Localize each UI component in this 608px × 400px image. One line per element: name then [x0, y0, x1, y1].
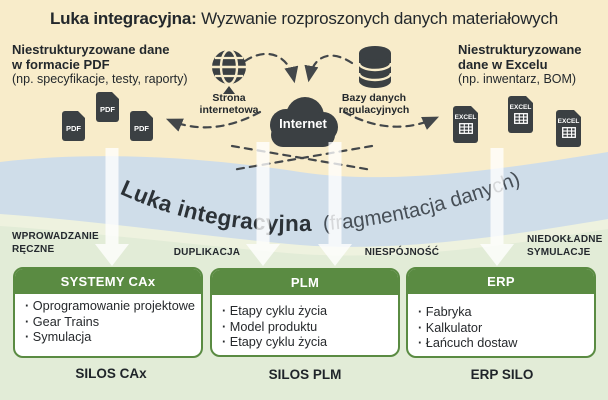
- problem-inconsistency: NIESPÓJNOŚĆ: [364, 247, 440, 258]
- erp-box-items: Fabryka Kalkulator Łańcuch dostaw: [408, 294, 594, 352]
- pdf-file-label: PDF: [66, 123, 81, 133]
- problem-manual-entry-line1: WPROWADZANIE: [12, 231, 99, 242]
- plm-silo-caption: SILOS PLM: [268, 367, 342, 382]
- pdf-file-icon: PDF: [130, 111, 153, 141]
- cax-box-items: Oprogramowanie projektowe Gear Trains Sy…: [15, 294, 201, 346]
- pdf-file-label: PDF: [100, 104, 115, 114]
- erp-box-header: ERP: [408, 269, 594, 294]
- plm-box-header: PLM: [212, 270, 398, 295]
- databases-label-line2: regulacyjnych: [338, 104, 410, 116]
- cax-systems-box: SYSTEMY CAx Oprogramowanie projektowe Ge…: [13, 267, 203, 358]
- page-title: Luka integracyjna: Wyzwanie rozproszonyc…: [0, 9, 608, 29]
- pdf-source-heading: Niestrukturyzowane dane w formacie PDF (…: [12, 42, 188, 87]
- list-item: Gear Trains: [25, 315, 195, 331]
- cax-box-header: SYSTEMY CAx: [15, 269, 201, 294]
- gap-arrow-inaccurate-simulations: [480, 148, 514, 266]
- list-item: Etapy cyklu życia: [222, 335, 392, 351]
- title-rest: Wyzwanie rozproszonych danych materiałow…: [196, 9, 559, 28]
- list-item: Symulacja: [25, 330, 195, 346]
- excel-file-icon: EXCEL: [508, 96, 533, 133]
- pdf-file-label: PDF: [134, 123, 149, 133]
- problem-inaccurate-line2: SYMULACJE: [527, 247, 591, 258]
- excel-source-heading: Niestrukturyzowane dane w Excelu (np. in…: [458, 42, 582, 87]
- cax-silo-caption: SILOS CAx: [75, 366, 147, 381]
- excel-file-label: EXCEL: [509, 104, 532, 111]
- list-item: Fabryka: [418, 305, 588, 321]
- list-item: Model produktu: [222, 320, 392, 336]
- excel-file-icon: EXCEL: [453, 106, 478, 143]
- list-item: Oprogramowanie projektowe: [25, 299, 195, 315]
- excel-file-label: EXCEL: [454, 114, 477, 121]
- globe-icon: [212, 48, 246, 94]
- gap-arrow-manual-entry: [95, 148, 129, 266]
- regulatory-databases-label: Bazy danych regulacyjnych: [331, 92, 417, 116]
- pdf-heading-line2: w formacie PDF: [12, 57, 110, 72]
- problem-inaccurate-simulations: NIEDOKŁADNE SYMULACJE: [527, 233, 603, 259]
- problem-inaccurate-line1: NIEDOKŁADNE: [527, 234, 603, 245]
- excel-heading-line2: dane w Excelu: [458, 57, 548, 72]
- excel-examples: (np. inwentarz, BOM): [458, 72, 577, 86]
- excel-file-icon: EXCEL: [556, 110, 581, 147]
- pdf-file-icon: PDF: [96, 92, 119, 122]
- list-item: Łańcuch dostaw: [418, 336, 588, 352]
- website-label-line2: internetowa: [199, 104, 259, 116]
- internet-cloud: Internet: [262, 97, 344, 147]
- website-label: Strona internetowa: [186, 92, 272, 116]
- website-to-internet-connector: [243, 52, 299, 84]
- spreadsheet-grid-icon: [561, 127, 576, 138]
- problem-manual-entry-line2: RĘCZNE: [12, 244, 55, 255]
- pdf-examples: (np. specyfikacje, testy, raporty): [12, 72, 188, 86]
- problem-manual-entry: WPROWADZANIE RĘCZNE: [12, 230, 99, 256]
- excel-heading-line1: Niestrukturyzowane: [458, 42, 582, 57]
- erp-box: ERP Fabryka Kalkulator Łańcuch dostaw: [406, 267, 596, 358]
- databases-label-line1: Bazy danych: [341, 92, 407, 104]
- list-item: Etapy cyklu życia: [222, 304, 392, 320]
- internet-label: Internet: [279, 116, 327, 131]
- title-lead: Luka integracyjna:: [49, 9, 197, 28]
- problem-duplication: DUPLIKACJA: [173, 247, 241, 258]
- spreadsheet-grid-icon: [513, 113, 528, 124]
- erp-silo-caption: ERP SILO: [470, 367, 534, 382]
- pdf-heading-line1: Niestrukturyzowane dane: [12, 42, 170, 57]
- excel-file-label: EXCEL: [557, 118, 580, 125]
- database-icon: [357, 46, 393, 88]
- cloud-icon: [270, 97, 338, 147]
- plm-box: PLM Etapy cyklu życia Model produktu Eta…: [210, 268, 400, 357]
- website-label-line1: Strona: [212, 92, 246, 104]
- databases-to-internet-connector: [304, 54, 354, 83]
- banner-main-text: Luka integracyjna: [117, 175, 312, 236]
- pdf-file-icon: PDF: [62, 111, 85, 141]
- list-item: Kalkulator: [418, 321, 588, 337]
- plm-box-items: Etapy cyklu życia Model produktu Etapy c…: [212, 295, 398, 351]
- spreadsheet-grid-icon: [458, 123, 473, 134]
